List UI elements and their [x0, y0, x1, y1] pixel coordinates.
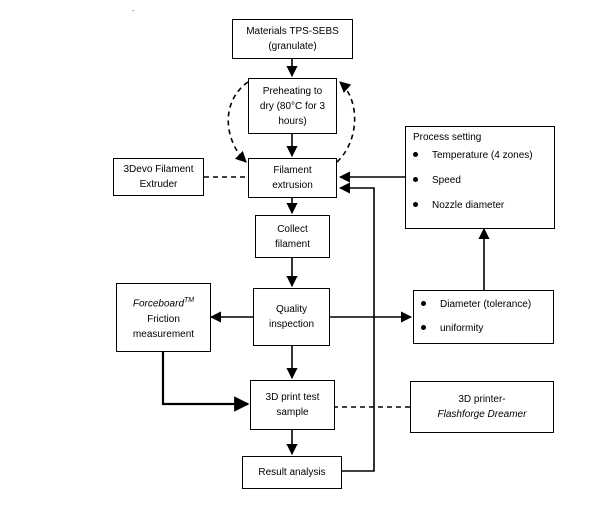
print-test-node: 3D print test sample: [250, 380, 335, 430]
collect-node: Collect filament: [255, 215, 330, 258]
extrusion-node: Filament extrusion: [248, 158, 337, 198]
collect-line2: filament: [274, 238, 310, 250]
quality-line2: inspection: [268, 319, 315, 330]
process-setting-item-label: Temperature (4 zones): [432, 150, 533, 161]
edge-dashed-loop-right: [336, 81, 356, 163]
preheat-line3: hours): [278, 115, 307, 127]
result-node: Result analysis: [242, 456, 342, 489]
process-setting-item: Nozzle diameter: [413, 198, 504, 213]
diameter-box: Diameter (tolerance) uniformity: [413, 290, 554, 344]
extrusion-line2: extrusion: [272, 180, 313, 191]
forceboard-name: Forceboard: [132, 298, 185, 310]
diameter-item: uniformity: [421, 321, 483, 336]
bullet-icon: [413, 151, 418, 157]
materials-line1: Materials TPS-SEBS: [246, 26, 339, 37]
print-test-line2: sample: [276, 407, 309, 418]
bullet-icon: [413, 176, 418, 182]
stray-dot-mark: .: [132, 4, 135, 13]
bullet-icon: [421, 324, 426, 330]
printer-line1: 3D printer-: [458, 394, 506, 405]
result-line1: Result analysis: [258, 467, 326, 478]
preheat-line1: Preheating to: [262, 85, 323, 97]
edge-result-loop-to-extrusion: [338, 182, 375, 472]
preheat-node: Preheating to dry (80°C for 3 hours): [248, 78, 337, 134]
quality-node: Quality inspection: [253, 288, 330, 346]
printer-node: 3D printer- Flashforge Dreamer: [410, 381, 554, 433]
bullet-icon: [421, 300, 426, 306]
preheat-line2: dry (80°C for 3: [259, 100, 326, 112]
edge-forceboard-to-print: [161, 352, 250, 412]
diameter-item-label: uniformity: [440, 323, 484, 334]
extrusion-line1: Filament: [273, 165, 312, 176]
diameter-item-label: Diameter (tolerance): [440, 299, 532, 310]
process-setting-item-label: Nozzle diameter: [432, 200, 505, 211]
process-setting-box: Process setting Temperature (4 zones) Sp…: [405, 126, 555, 229]
forceboard-line2: Friction: [147, 313, 180, 325]
forceboard-line3: measurement: [132, 328, 195, 340]
forceboard-node: ForceboardTM Friction measurement: [116, 283, 211, 352]
process-setting-item-label: Speed: [432, 175, 461, 186]
diameter-item: Diameter (tolerance): [421, 297, 531, 312]
quality-line1: Quality: [275, 304, 308, 315]
forceboard-line1: ForceboardTM: [133, 293, 194, 311]
bullet-icon: [413, 201, 418, 207]
materials-line2: (granulate): [268, 41, 317, 52]
collect-line1: Collect: [277, 223, 308, 235]
process-setting-title: Process setting: [413, 132, 482, 143]
forceboard-trademark: TM: [184, 297, 195, 305]
process-setting-item: Temperature (4 zones): [413, 148, 533, 163]
extruder-line2: Extruder: [139, 179, 178, 190]
print-test-line1: 3D print test: [265, 392, 320, 403]
printer-line2: Flashforge Dreamer: [437, 409, 527, 420]
extruder-node: 3Devo Filament Extruder: [113, 158, 204, 196]
materials-node: Materials TPS-SEBS (granulate): [232, 19, 353, 59]
edge-dashed-loop-left: [227, 81, 249, 163]
extruder-line1: 3Devo Filament: [123, 164, 194, 175]
process-setting-item: Speed: [413, 173, 461, 188]
